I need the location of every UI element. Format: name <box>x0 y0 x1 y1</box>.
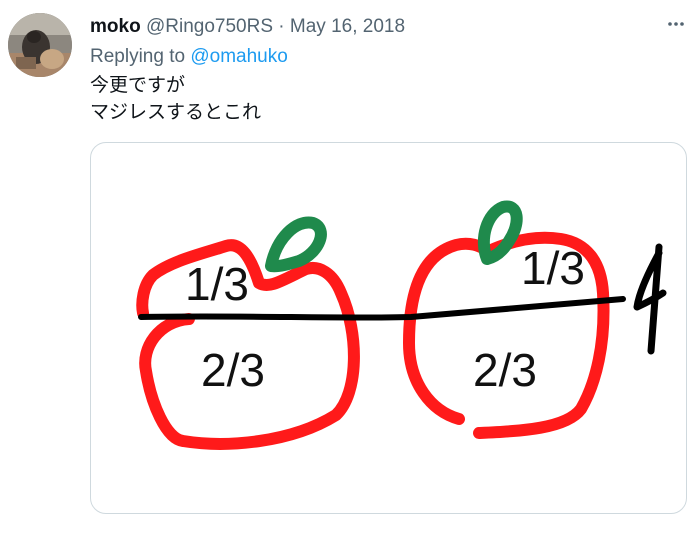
cut-line <box>138 296 626 321</box>
right-apple-outline <box>403 231 610 439</box>
tweet-text-line: 今更ですが <box>90 75 186 96</box>
more-icon[interactable] <box>666 14 686 38</box>
apple-drawing: 1/3 2/3 1/3 2/3 <box>136 200 667 450</box>
user-handle[interactable]: @Ringo750RS <box>145 16 273 37</box>
label-right-top: 1/3 <box>521 242 585 294</box>
tweet-image[interactable]: 1/3 2/3 1/3 2/3 <box>90 142 687 514</box>
display-name[interactable]: moko <box>90 16 141 37</box>
right-leaf <box>477 200 523 265</box>
tweet-text: 今更ですが マジレスするとこれ <box>90 72 261 126</box>
left-leaf <box>265 216 327 273</box>
separator: · <box>278 16 285 37</box>
reply-to-link[interactable]: @omahuko <box>190 46 288 67</box>
reply-context: Replying to @omahuko <box>90 45 288 69</box>
tweet-date[interactable]: May 16, 2018 <box>289 16 406 37</box>
label-left-top: 1/3 <box>185 258 249 310</box>
tweet-text-line: マジレスするとこれ <box>90 102 262 123</box>
avatar[interactable] <box>8 13 72 77</box>
reply-prefix: Replying to <box>90 46 186 67</box>
tweet-header: moko @Ringo750RS · May 16, 2018 <box>90 15 660 39</box>
label-left-bottom: 2/3 <box>201 344 265 396</box>
left-apple-outline <box>136 239 360 450</box>
label-right-bottom: 2/3 <box>473 344 537 396</box>
side-mark <box>633 243 667 355</box>
